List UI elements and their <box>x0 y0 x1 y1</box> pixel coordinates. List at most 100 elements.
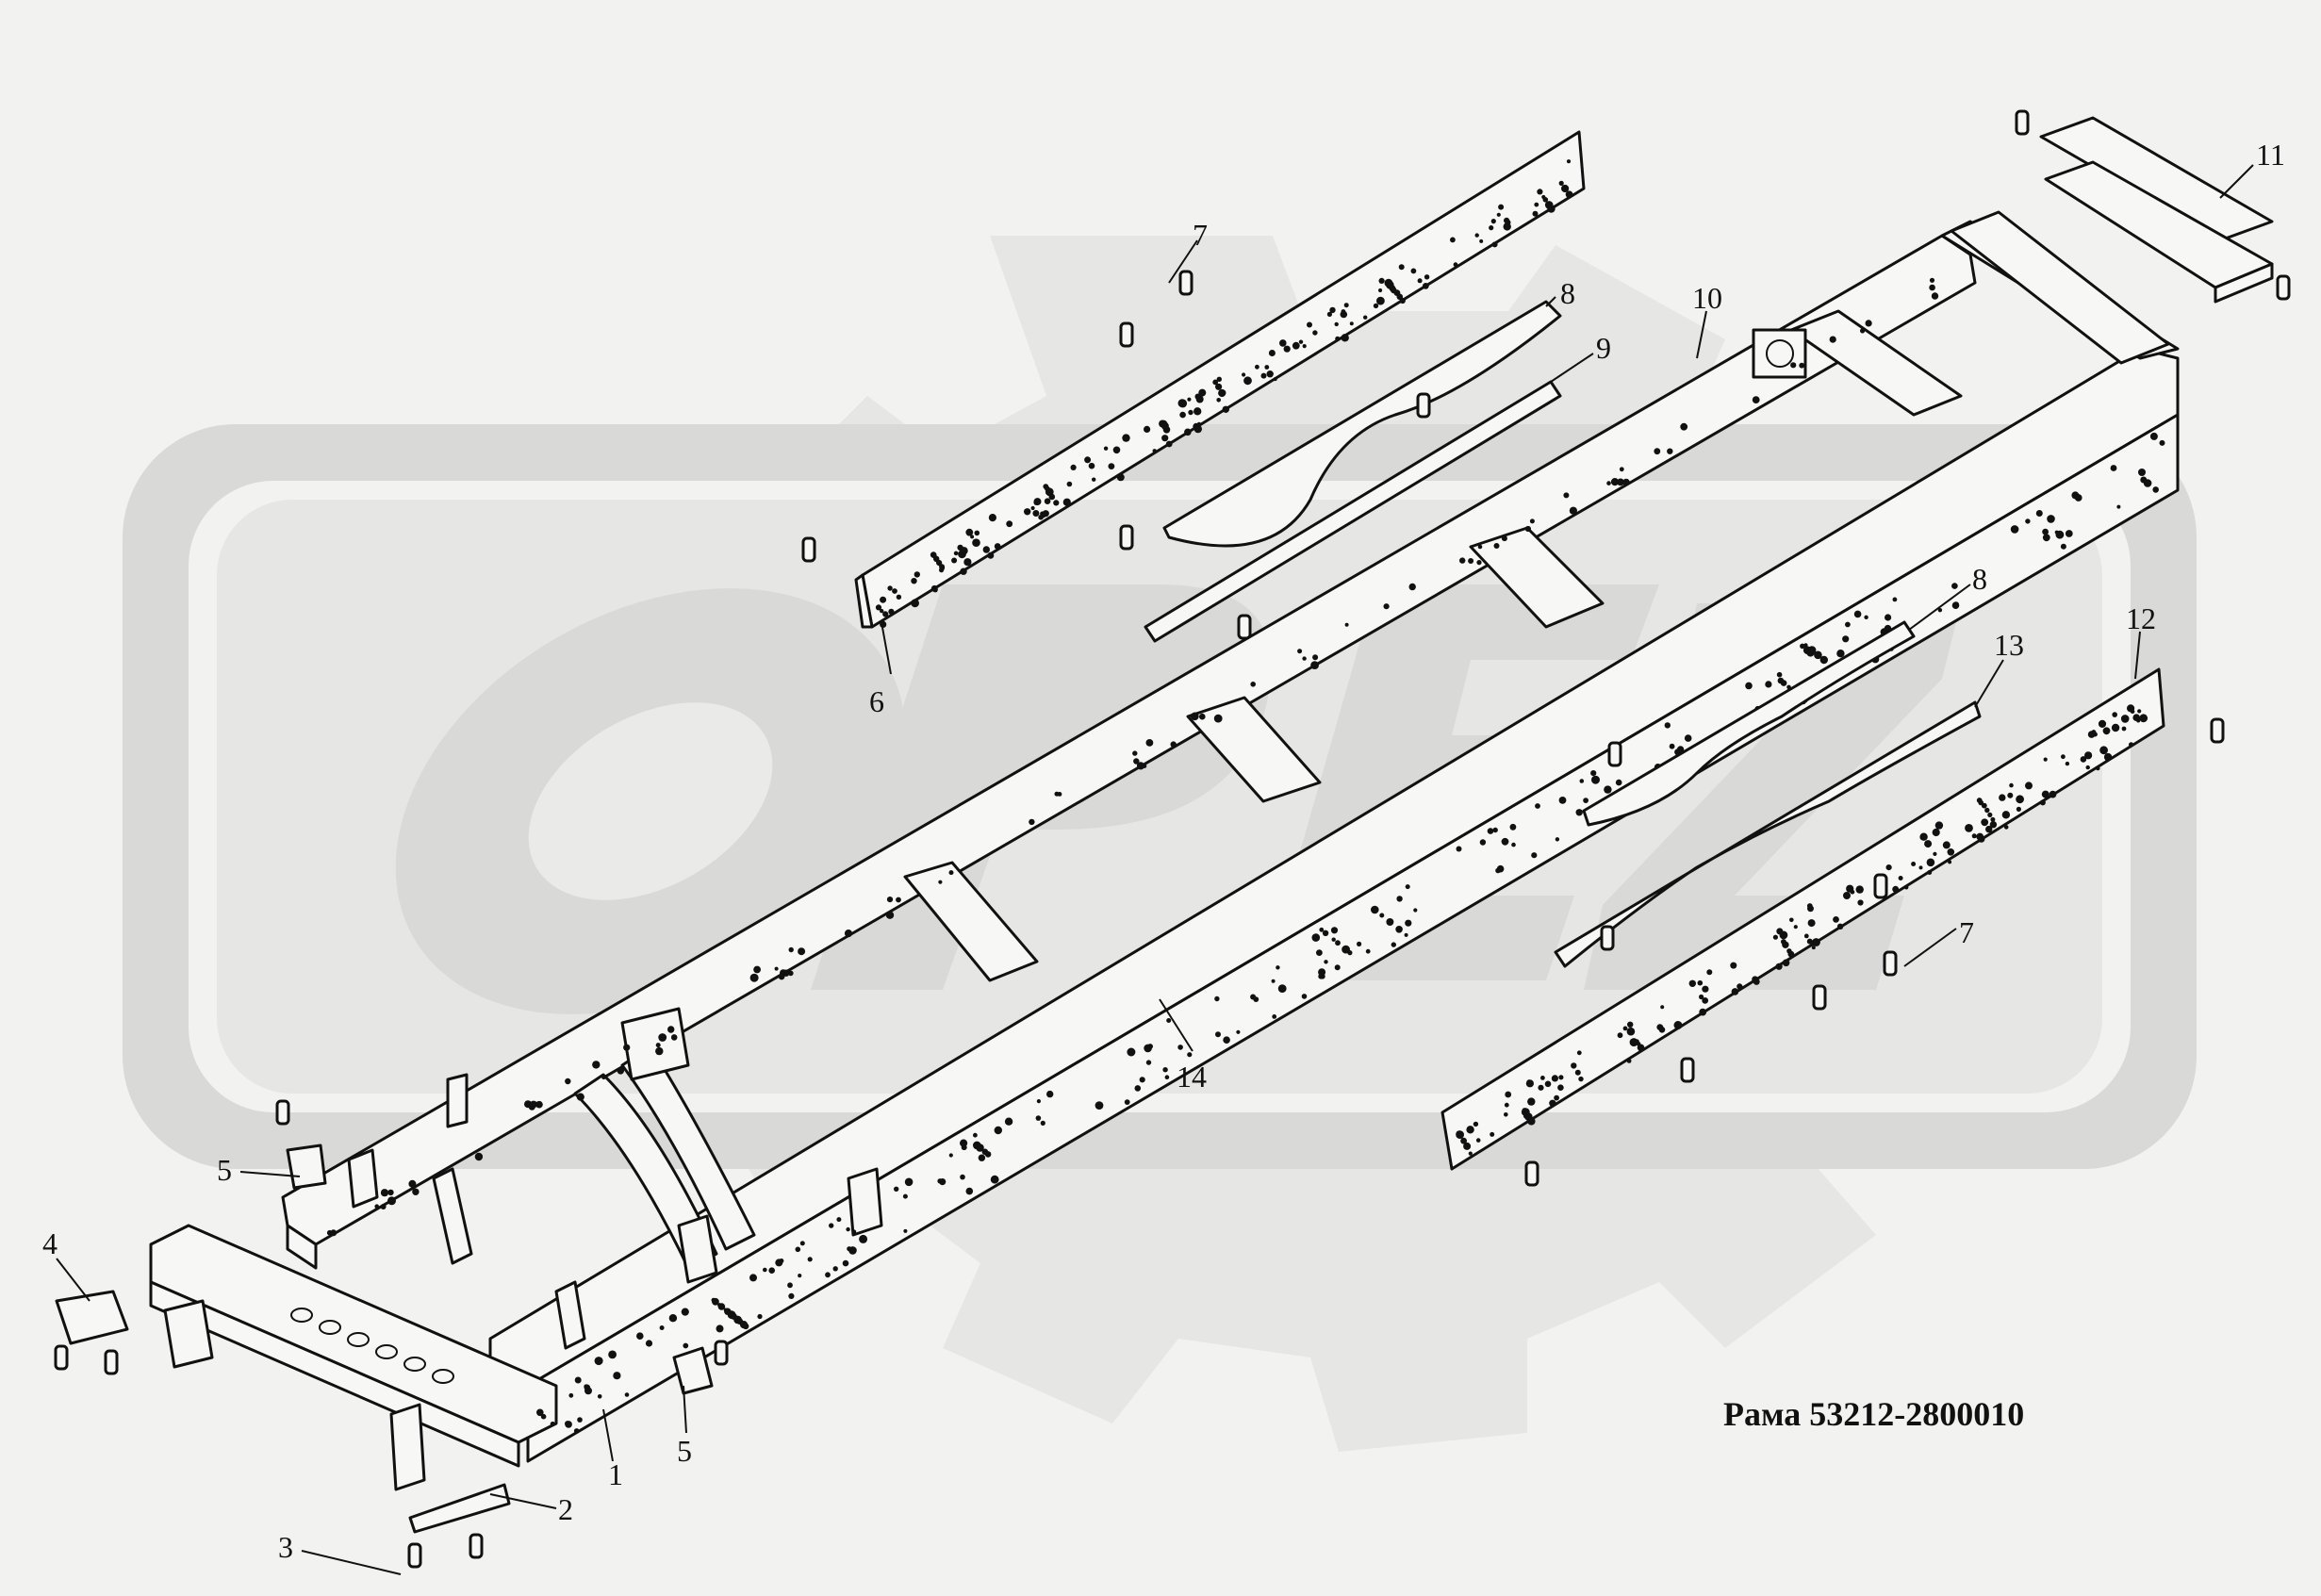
callout-4: 4 <box>42 1226 58 1260</box>
rivet-hole <box>1782 959 1790 967</box>
rivet-hole <box>1030 505 1035 511</box>
rivet-hole <box>1179 411 1186 419</box>
rivet-hole <box>1004 1117 1013 1126</box>
rivet-hole <box>1006 520 1013 528</box>
rivet-hole <box>2009 782 2014 788</box>
rivet-hole <box>2103 752 2113 762</box>
bolt <box>407 1542 422 1569</box>
rivet-hole <box>636 1332 644 1340</box>
rivet-hole <box>1864 615 1868 619</box>
rivet-hole <box>1040 1120 1045 1126</box>
rivet-hole <box>565 1421 572 1428</box>
rivet-hole <box>2143 479 2152 487</box>
rivet-hole <box>1833 916 1839 923</box>
rivet-hole <box>1892 597 1898 602</box>
rivet-hole <box>1806 903 1813 909</box>
part-6-reinforcement <box>854 130 1586 629</box>
rivet-hole <box>1326 311 1332 317</box>
rivet-hole <box>1610 478 1620 486</box>
rivet-hole <box>717 1303 726 1310</box>
rivet-hole <box>1606 481 1611 485</box>
rivet-hole <box>965 528 974 536</box>
rivet-hole <box>1266 370 1274 378</box>
rivet-hole <box>1187 1052 1193 1058</box>
rivet-hole <box>716 1325 724 1333</box>
rivet-hole <box>1160 421 1169 430</box>
rivet-hole <box>2112 712 2117 717</box>
bolt <box>275 1099 290 1126</box>
rear-cross-plate <box>1950 210 2170 365</box>
rivet-hole <box>1853 610 1862 618</box>
rivet-hole <box>1885 864 1892 871</box>
rivet-hole <box>1926 858 1935 867</box>
rivet-hole <box>953 551 959 556</box>
rivet-hole <box>2055 530 2065 539</box>
rivet-hole <box>1213 714 1223 723</box>
rivet-hole <box>1918 865 1923 870</box>
rivet-hole <box>1790 362 1797 369</box>
rivet-hole <box>1373 303 1379 309</box>
rivet-hole <box>592 1061 601 1069</box>
rivet-hole <box>1271 979 1276 983</box>
rivet-hole <box>380 1189 389 1197</box>
part-5-clip-left <box>286 1144 327 1190</box>
rivet-hole <box>1978 799 1984 806</box>
rivet-hole <box>2025 782 2033 790</box>
rivet-hole <box>613 1372 621 1380</box>
bolt <box>2015 109 2030 136</box>
bolt <box>1119 524 1134 551</box>
rivet-hole <box>2007 792 2014 798</box>
rivet-hole <box>2152 486 2159 493</box>
diagram-caption: Рама 53212-2800010 <box>1723 1395 2024 1433</box>
rivet-hole <box>768 1267 775 1274</box>
rivet-hole <box>1193 424 1203 434</box>
rivet-hole <box>1987 812 1993 818</box>
rivet-hole <box>1070 464 1077 470</box>
rivet-hole <box>1330 927 1339 934</box>
rivet-hole <box>1819 655 1829 665</box>
rivet-hole <box>1450 237 1456 243</box>
rivet-hole <box>1165 440 1173 448</box>
rivet-hole <box>387 1189 394 1196</box>
rivet-hole <box>1535 803 1540 809</box>
rivet-hole <box>1575 809 1583 816</box>
rivet-hole <box>1524 525 1531 533</box>
rivet-hole <box>1737 983 1743 990</box>
rivet-hole <box>1298 339 1304 344</box>
rivet-hole <box>1563 187 1568 192</box>
part-4-bracket <box>55 1290 129 1345</box>
rivet-hole <box>1702 985 1709 993</box>
rivet-hole <box>1563 492 1570 499</box>
rivet-hole <box>2080 756 2087 763</box>
rivet-hole <box>1842 635 1850 643</box>
rivet-hole <box>1136 762 1145 770</box>
rivet-hole <box>742 1323 749 1330</box>
rivet-hole <box>1527 1117 1536 1126</box>
rivet-hole <box>1307 321 1312 328</box>
rivet-hole <box>1312 654 1319 661</box>
rivet-hole <box>960 1174 965 1180</box>
rivet-hole <box>1347 950 1353 956</box>
rivet-hole <box>1951 583 1958 589</box>
rivet-hole <box>1765 681 1772 688</box>
rivet-hole <box>2035 510 2043 517</box>
callout-11: 11 <box>2256 138 2285 172</box>
rivet-hole <box>1476 560 1482 566</box>
rivet-hole <box>1505 1091 1512 1098</box>
rivet-hole <box>2001 811 2011 819</box>
rivet-hole <box>963 558 972 567</box>
rivet-hole <box>1892 885 1900 893</box>
rivet-hole <box>1807 919 1816 928</box>
rivet-hole <box>892 588 897 594</box>
rivet-hole <box>1702 997 1709 1004</box>
rivet-hole <box>1857 899 1864 906</box>
rivet-hole <box>1324 960 1328 964</box>
rivet-hole <box>2149 432 2158 440</box>
rivet-hole <box>2065 761 2070 766</box>
rivet-hole <box>1803 933 1809 939</box>
rivet-hole <box>1503 222 1511 231</box>
callout-14: 14 <box>1177 1060 1207 1094</box>
rivet-hole <box>2084 751 2093 760</box>
part-13-channel <box>1554 700 1982 968</box>
rivet-hole <box>1042 510 1049 518</box>
